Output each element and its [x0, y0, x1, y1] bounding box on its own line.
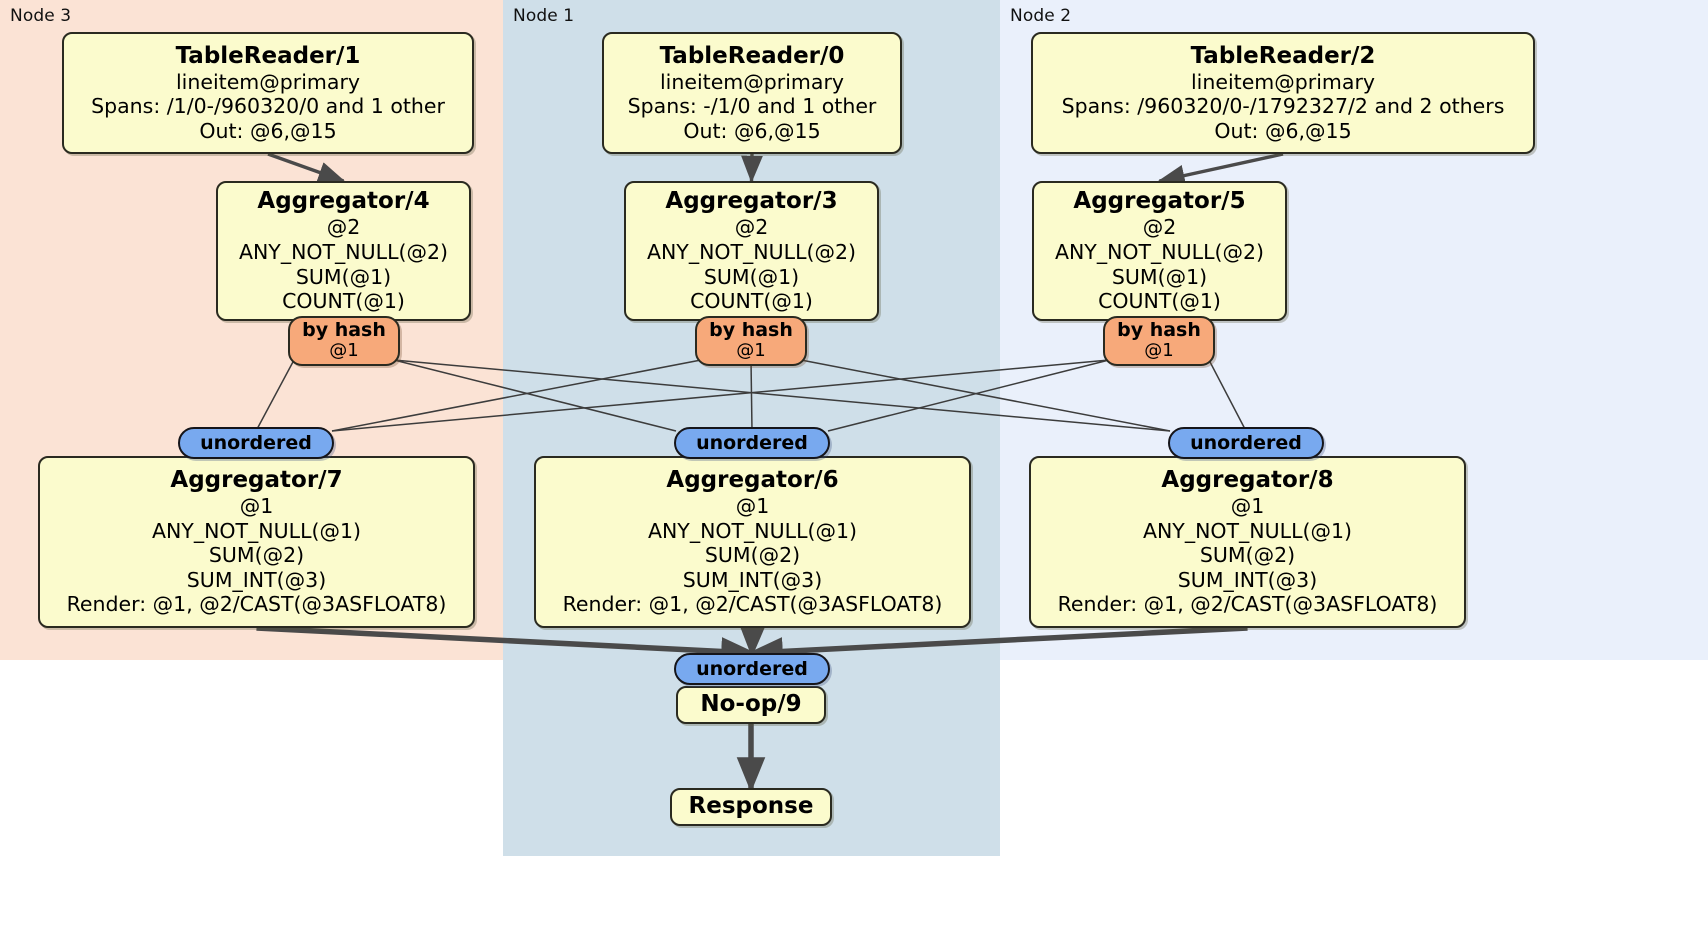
processor-detail-line: ANY_NOT_NULL(@1)	[1142, 518, 1353, 543]
processor-detail-line: @2	[734, 215, 769, 240]
hash-router-title: by hash	[302, 319, 386, 342]
hash-router-column: @1	[1144, 340, 1174, 362]
processor-detail-line: COUNT(@1)	[1098, 289, 1221, 314]
processor-detail-line: ANY_NOT_NULL(@2)	[1054, 239, 1265, 264]
hash-router-hash5[interactable]: by hash@1	[1103, 316, 1215, 366]
processor-title: Response	[688, 793, 814, 820]
processor-detail-line: COUNT(@1)	[282, 289, 405, 314]
processor-detail-line: Render: @1, @2/CAST(@3ASFLOAT8)	[562, 592, 943, 617]
processor-title: Aggregator/3	[665, 188, 838, 215]
stream-receiver-recv7[interactable]: unordered	[178, 427, 334, 459]
stream-receiver-recv6[interactable]: unordered	[674, 427, 830, 459]
processor-detail-line: Render: @1, @2/CAST(@3ASFLOAT8)	[66, 592, 447, 617]
hash-router-column: @1	[736, 340, 766, 362]
processor-detail-line: ANY_NOT_NULL(@2)	[646, 239, 857, 264]
processor-detail-line: Out: @6,@15	[683, 118, 821, 143]
node-panel-label-node1: Node 1	[513, 6, 575, 26]
processor-title: Aggregator/5	[1073, 188, 1246, 215]
processor-title: TableReader/2	[1190, 42, 1376, 69]
processor-detail-line: @1	[239, 494, 274, 519]
processor-detail-line: Spans: /960320/0-/1792327/2 and 2 others	[1061, 94, 1505, 119]
processor-detail-line: lineitem@primary	[659, 69, 845, 94]
processor-detail-line: SUM(@2)	[704, 543, 801, 568]
processor-detail-line: lineitem@primary	[175, 69, 361, 94]
processor-detail-line: SUM(@1)	[703, 264, 800, 289]
processor-title: Aggregator/7	[170, 466, 343, 493]
hash-router-hash4[interactable]: by hash@1	[288, 316, 400, 366]
processor-detail-line: SUM_INT(@3)	[1177, 567, 1318, 592]
processor-title: TableReader/0	[659, 42, 845, 69]
processor-title: TableReader/1	[175, 42, 361, 69]
processor-detail-line: ANY_NOT_NULL(@2)	[238, 239, 449, 264]
processor-title: Aggregator/4	[257, 188, 430, 215]
hash-router-hash3[interactable]: by hash@1	[695, 316, 807, 366]
processor-detail-line: SUM_INT(@3)	[682, 567, 823, 592]
processor-detail-line: @2	[326, 215, 361, 240]
processor-detail-line: SUM(@1)	[1111, 264, 1208, 289]
processor-detail-line: Out: @6,@15	[199, 118, 337, 143]
processor-title: No-op/9	[700, 691, 802, 718]
node-panel-label-node2: Node 2	[1010, 6, 1072, 26]
processor-detail-line: Out: @6,@15	[1214, 118, 1352, 143]
hash-router-column: @1	[329, 340, 359, 362]
processor-detail-line: COUNT(@1)	[690, 289, 813, 314]
processor-detail-line: SUM_INT(@3)	[186, 567, 327, 592]
processor-detail-line: Render: @1, @2/CAST(@3ASFLOAT8)	[1057, 592, 1438, 617]
processor-noop9[interactable]: No-op/9	[676, 686, 826, 724]
hash-router-title: by hash	[709, 319, 793, 342]
stream-receiver-recv8[interactable]: unordered	[1168, 427, 1324, 459]
processor-response[interactable]: Response	[670, 788, 832, 826]
processor-detail-line: @2	[1142, 215, 1177, 240]
processor-detail-line: Spans: -/1/0 and 1 other	[627, 94, 877, 119]
processor-detail-line: ANY_NOT_NULL(@1)	[647, 518, 858, 543]
processor-detail-line: SUM(@2)	[1199, 543, 1296, 568]
node-panel-label-node3: Node 3	[10, 6, 72, 26]
hash-router-title: by hash	[1117, 319, 1201, 342]
processor-detail-line: @1	[735, 494, 770, 519]
processor-detail-line: SUM(@1)	[295, 264, 392, 289]
processor-title: Aggregator/8	[1161, 466, 1334, 493]
processor-detail-line: ANY_NOT_NULL(@1)	[151, 518, 362, 543]
processor-detail-line: lineitem@primary	[1190, 69, 1376, 94]
processor-title: Aggregator/6	[666, 466, 839, 493]
processor-detail-line: @1	[1230, 494, 1265, 519]
stream-receiver-recv9[interactable]: unordered	[674, 653, 830, 685]
processor-detail-line: SUM(@2)	[208, 543, 305, 568]
processor-detail-line: Spans: /1/0-/960320/0 and 1 other	[91, 94, 445, 119]
